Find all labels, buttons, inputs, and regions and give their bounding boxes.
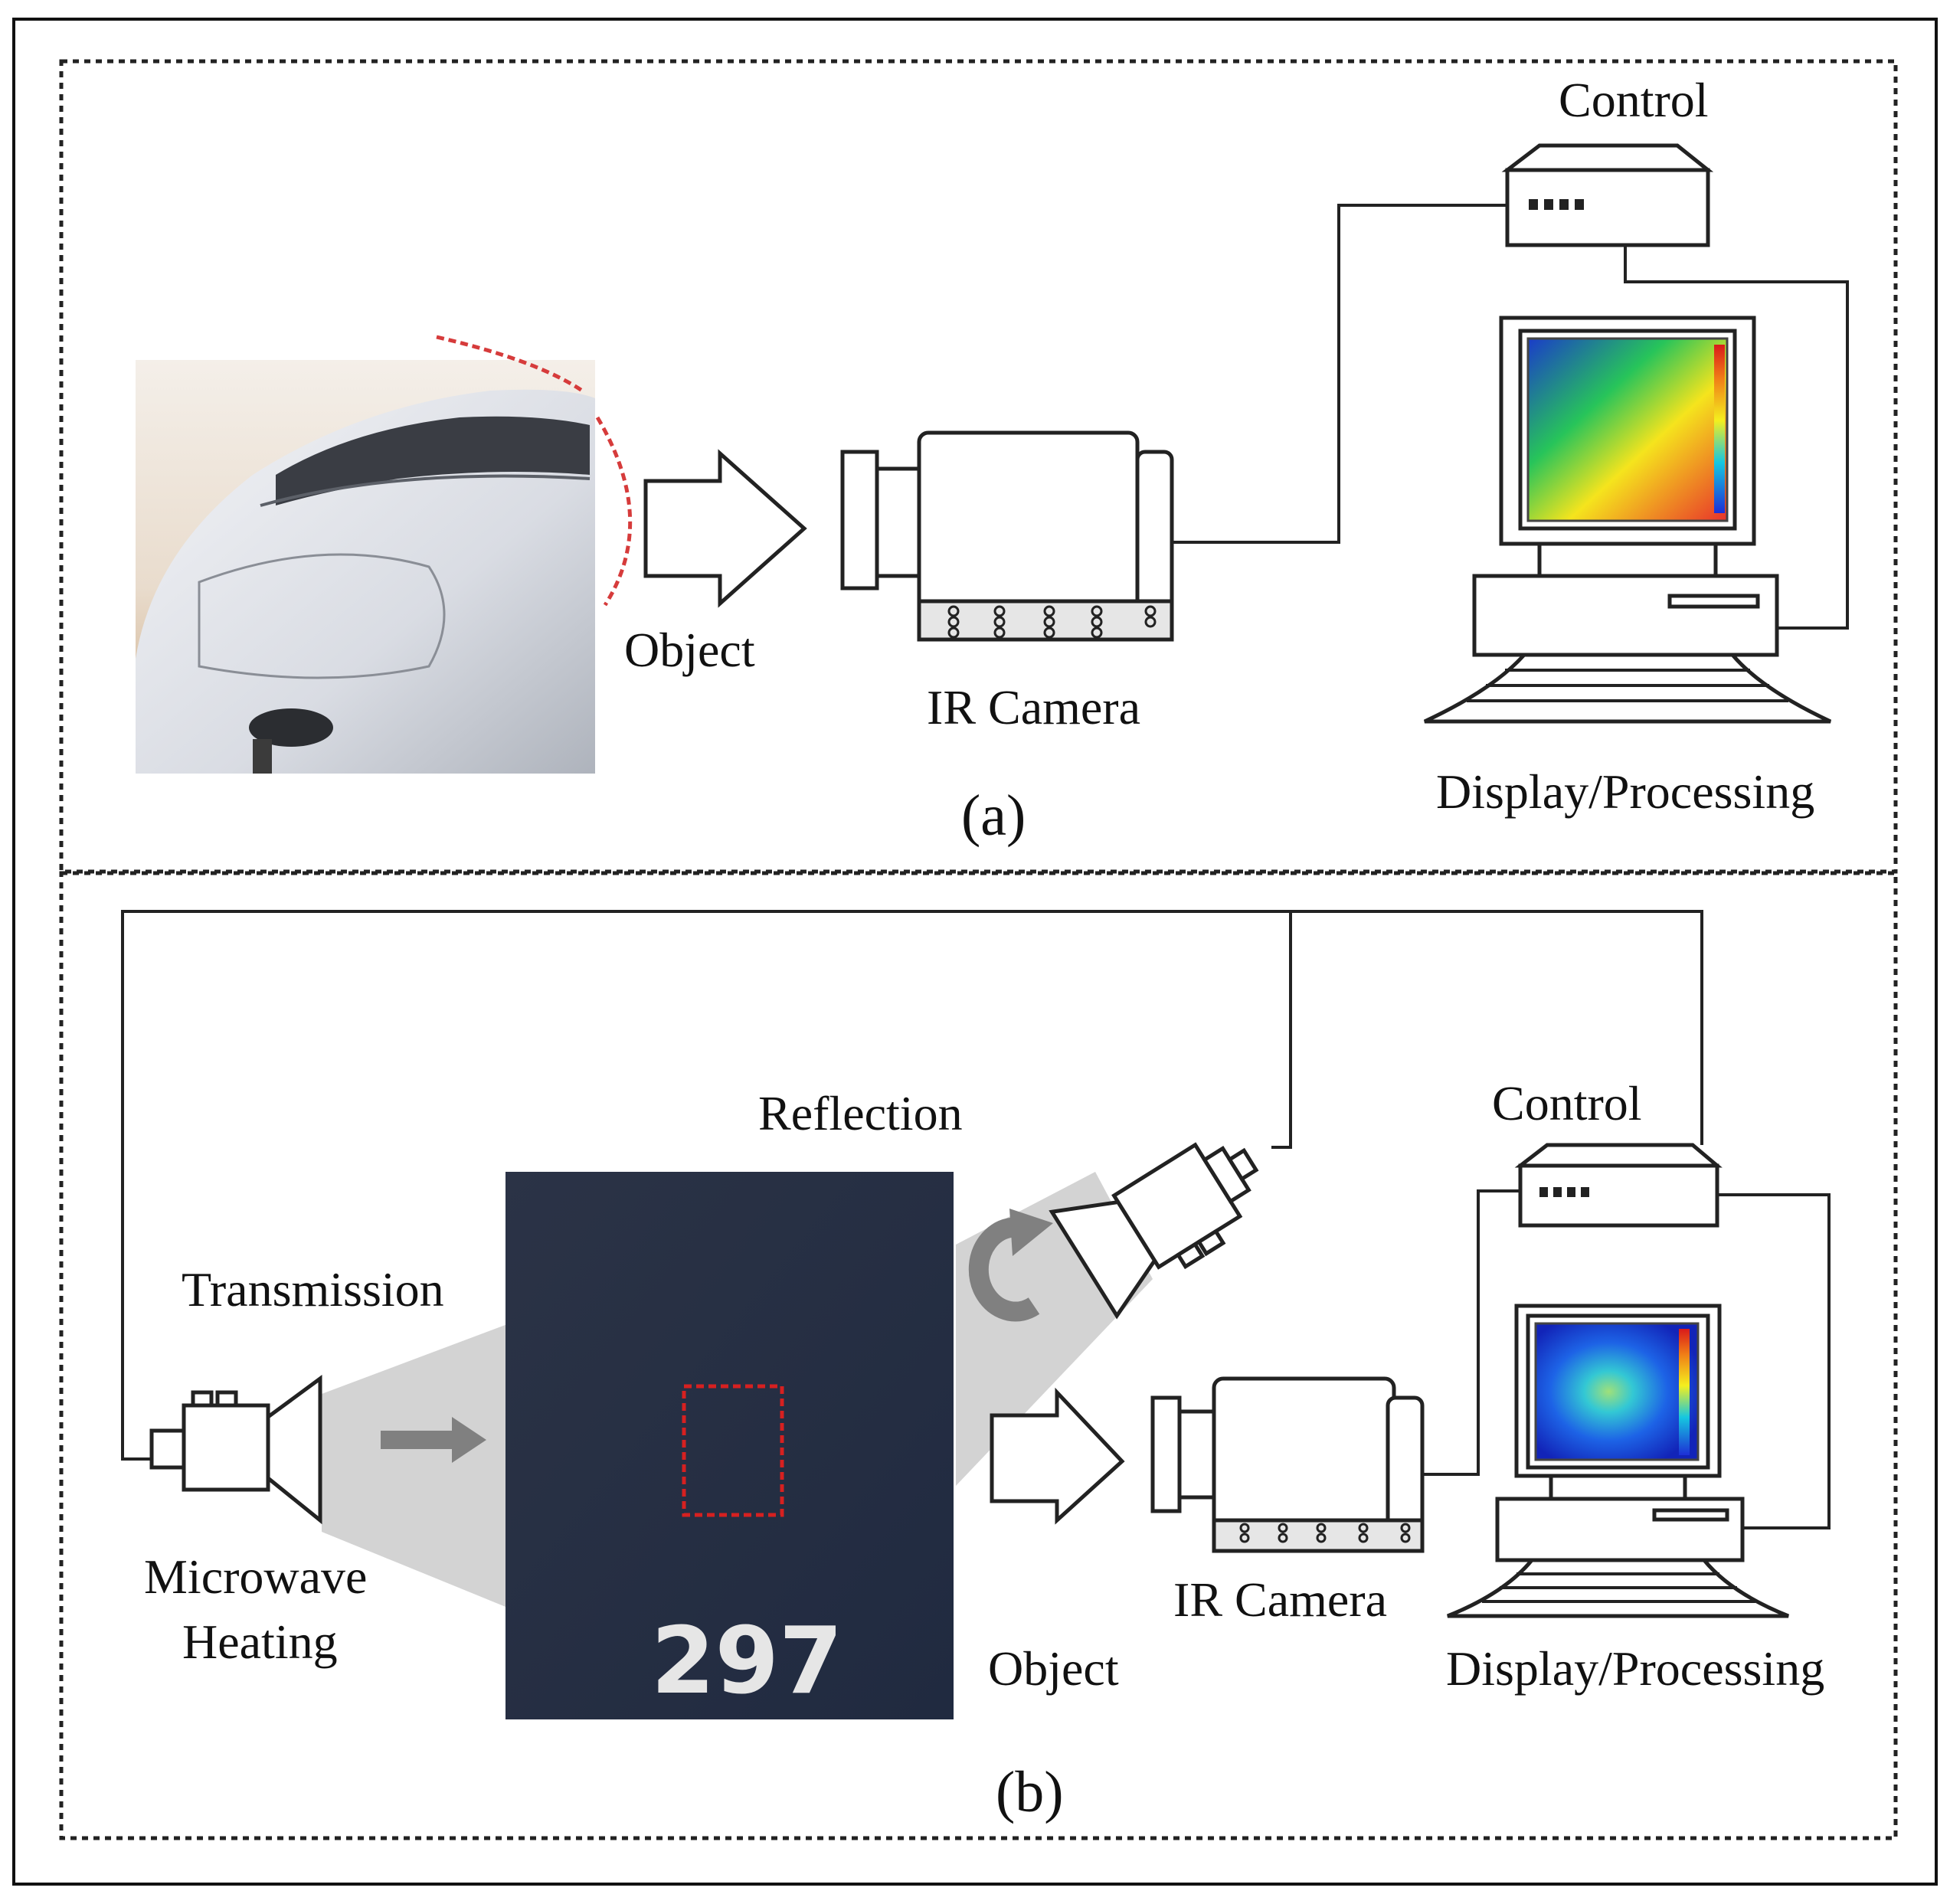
panel-a: Object IR Camera bbox=[136, 73, 1849, 848]
computer-icon-b bbox=[1447, 1304, 1789, 1618]
reflection-arrow bbox=[968, 1209, 1053, 1322]
specimen-photo: 297 bbox=[505, 1172, 954, 1719]
control-unit-icon-b bbox=[1514, 1143, 1723, 1228]
ir-camera-icon-b bbox=[1150, 1376, 1425, 1553]
panel-b-control-label: Control bbox=[1492, 1076, 1642, 1130]
control-to-computer-cable bbox=[1624, 245, 1849, 630]
panel-a-display-label: Display/Processing bbox=[1436, 764, 1814, 819]
panel-a-dotted-frame bbox=[59, 59, 1898, 874]
panel-a-caption: (a) bbox=[961, 784, 1026, 848]
panel-b-caption: (b) bbox=[996, 1760, 1064, 1824]
panel-b-dotted-frame bbox=[59, 871, 1898, 1840]
microwave-horn-icon bbox=[149, 1375, 322, 1525]
camera-to-control-cable bbox=[1172, 204, 1507, 544]
top-control-cable bbox=[121, 910, 1703, 1461]
reflection-ir-camera-icon bbox=[1049, 1142, 1259, 1320]
object-to-camera-arrow-b bbox=[990, 1387, 1125, 1525]
aircraft-photo bbox=[136, 335, 633, 774]
reflection-camera-cable bbox=[1271, 911, 1292, 1149]
outer-frame bbox=[12, 18, 1938, 1886]
panel-a-object-label: Object bbox=[624, 623, 755, 677]
reflection-label: Reflection bbox=[758, 1086, 963, 1140]
panel-a-control-label: Control bbox=[1559, 73, 1709, 127]
transmission-arrow bbox=[381, 1417, 486, 1463]
ir-camera-icon bbox=[840, 430, 1174, 642]
panel-a-camera-label: IR Camera bbox=[927, 680, 1140, 734]
heater-label-line1: Microwave bbox=[144, 1549, 367, 1604]
heater-label-line2: Heating bbox=[182, 1614, 338, 1669]
object-to-camera-arrow bbox=[643, 449, 807, 608]
panel-b-object-label: Object bbox=[988, 1641, 1119, 1696]
panel-b-display-label: Display/Processing bbox=[1446, 1641, 1824, 1696]
panel-b: Transmission Microwave Heating 297 Refle… bbox=[121, 910, 1831, 1824]
computer-icon bbox=[1423, 316, 1832, 724]
transmission-label: Transmission bbox=[182, 1262, 444, 1317]
control-to-computer-cable-b bbox=[1717, 1193, 1831, 1529]
panel-b-camera-label: IR Camera bbox=[1173, 1572, 1387, 1627]
transmission-beam bbox=[322, 1323, 509, 1608]
control-unit-icon bbox=[1501, 143, 1714, 247]
camera-to-control-cable-b bbox=[1422, 1189, 1520, 1476]
specimen-marking: 297 bbox=[651, 1608, 843, 1715]
